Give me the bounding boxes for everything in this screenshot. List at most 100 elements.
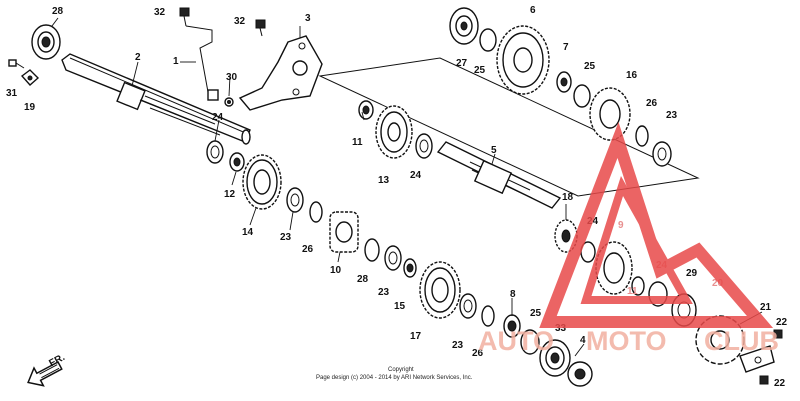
part-22-plate (739, 345, 775, 373)
callout-18: 18 (562, 192, 574, 203)
part-11-bushing-b (631, 276, 645, 296)
part-26-clip-a (309, 201, 323, 223)
part-7-bushing (556, 71, 572, 93)
part-23-washer-c (459, 293, 477, 319)
front-direction-label: FR. (47, 352, 67, 369)
callout-5: 5 (491, 145, 497, 156)
callout-28: 28 (52, 6, 64, 17)
callout-32: 32 (234, 16, 246, 27)
callout-29: 29 (686, 268, 698, 279)
part-10-gear (329, 211, 359, 253)
callout-15: 15 (394, 301, 406, 312)
callout-24: 24 (410, 170, 422, 181)
copyright-title: Copyright (388, 367, 414, 373)
part-25-washer-c (520, 329, 540, 355)
callout-16: 16 (626, 70, 638, 81)
front-direction-arrow (27, 361, 63, 387)
part-4-bearing (539, 339, 571, 377)
part-8-collar (503, 314, 521, 338)
callout-25: 25 (530, 308, 542, 319)
callout-10: 10 (330, 265, 342, 276)
part-6-gear (496, 25, 550, 95)
callout-9: 9 (618, 220, 624, 231)
part-26-clip-b (481, 305, 495, 327)
callout-33: 33 (555, 323, 567, 334)
callout-25: 25 (474, 65, 486, 76)
watermark-text-moto: MOTO (586, 326, 667, 356)
part-19-plate (20, 69, 40, 86)
callout-23: 23 (378, 287, 390, 298)
callout-11: 11 (627, 286, 638, 297)
copyright-notice: Page design (c) 2004 - 2014 by ARI Netwo… (316, 375, 473, 381)
part-28-bearing (31, 24, 61, 60)
part-14-gear (242, 154, 282, 210)
part-30-washer (224, 97, 234, 107)
callout-23: 23 (280, 232, 292, 243)
callout-23: 23 (666, 110, 678, 121)
callout-21: 21 (760, 302, 772, 313)
callout-31: 31 (6, 88, 18, 99)
callout-1: 1 (173, 56, 179, 67)
assembly-outline-box (318, 57, 700, 197)
callout-17: 17 (410, 331, 422, 342)
watermark-triangle-inner (580, 175, 693, 304)
part-9-gear (595, 241, 633, 295)
part-25-washer-b (573, 84, 591, 108)
callout-11: 11 (352, 137, 363, 148)
callout-26: 26 (302, 244, 314, 255)
callout-26: 26 (646, 98, 658, 109)
part-25-washer-a (479, 28, 497, 52)
part-23-washer-a (286, 187, 304, 213)
callout-22: 22 (774, 378, 786, 389)
part-31-bolt (8, 59, 25, 69)
callout-26: 26 (472, 348, 484, 359)
callout-3: 3 (305, 13, 311, 24)
part-11-bushing-a (358, 100, 374, 120)
callout-13: 13 (378, 175, 390, 186)
part-17-gear (419, 261, 461, 319)
watermark-text-club: CLUB (704, 326, 779, 356)
part-12-bushing (229, 152, 245, 172)
callout-28: 28 (357, 274, 369, 285)
callout-12: 12 (224, 189, 236, 200)
part-33-seal (567, 361, 593, 387)
callout-22: 22 (776, 317, 788, 328)
callout-6: 6 (530, 5, 536, 16)
callout-19: 19 (24, 102, 36, 113)
part-22-bolt-bottom (759, 375, 769, 385)
part-22-bolt-top (773, 329, 783, 339)
callout-32: 32 (154, 7, 166, 18)
callout-27: 27 (456, 58, 468, 69)
leader-lines (51, 17, 763, 357)
callout-14: 14 (242, 227, 254, 238)
callout-7: 7 (563, 42, 569, 53)
callout-23: 23 (452, 340, 464, 351)
part-5-countershaft (436, 141, 562, 209)
part-32-bolt-left (179, 7, 190, 27)
callout-24: 24 (212, 112, 224, 123)
watermark-logo: AUTO MOTO CLUB (478, 122, 779, 356)
part-2-mainshaft (61, 53, 251, 145)
part-18-gear (554, 219, 578, 253)
part-23-washer-d (652, 141, 672, 167)
part-28-washer (364, 238, 380, 262)
part-16-gear (589, 87, 631, 141)
callout-4: 4 (580, 335, 586, 346)
part-26-clip-c (635, 125, 649, 147)
callout-numbers: 28 32 32 3 2 1 30 31 19 24 12 14 23 26 1… (6, 5, 788, 389)
callout-25: 25 (584, 61, 596, 72)
part-24-washer-left (206, 140, 224, 164)
part-15-bushing (403, 258, 417, 278)
callout-30: 30 (226, 72, 238, 83)
watermark-text-auto: AUTO (478, 326, 554, 356)
callout-20: 20 (712, 278, 724, 289)
part-27-bearing (449, 7, 479, 45)
part-1-shift-rod (185, 25, 219, 101)
part-13-gear (375, 105, 413, 159)
part-23-washer-b (384, 245, 402, 271)
part-3-bracket (238, 35, 323, 111)
callout-8: 8 (510, 289, 516, 300)
part-32-bolt-right (255, 19, 266, 37)
callout-2: 2 (135, 52, 141, 63)
